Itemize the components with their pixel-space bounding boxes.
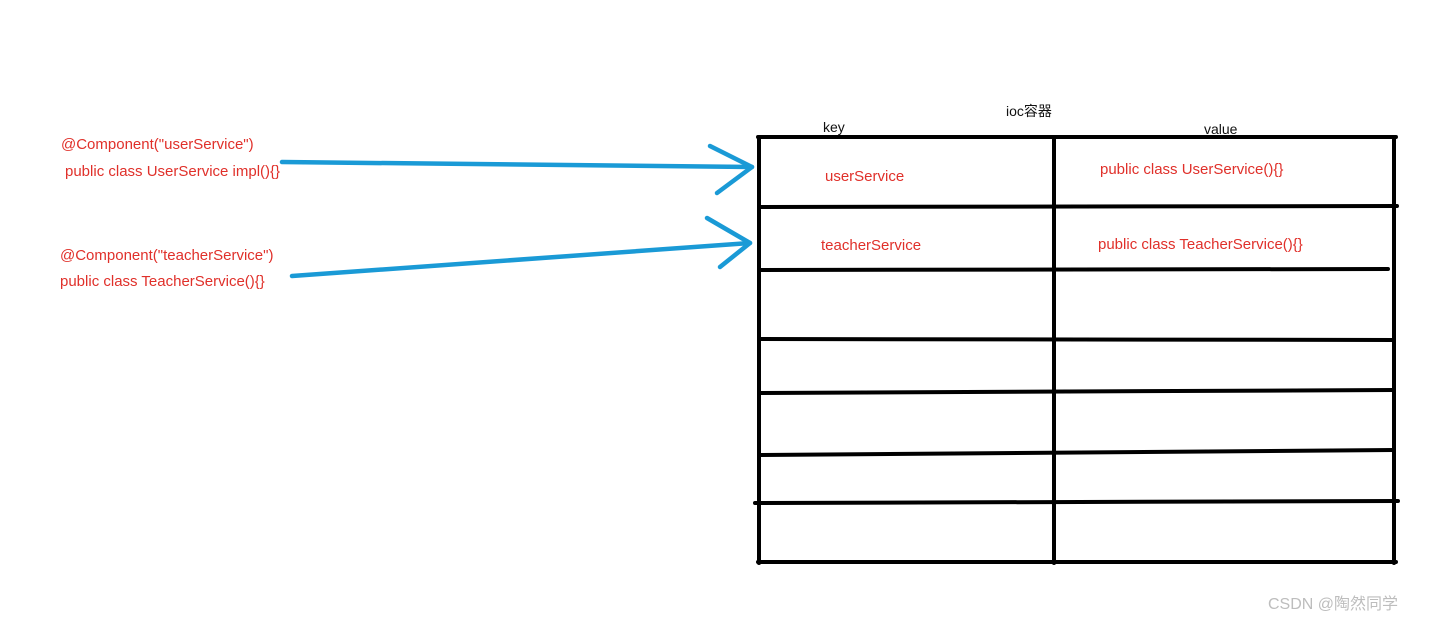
watermark: CSDN @陶然同学 [1268, 596, 1399, 613]
table-row-divider [757, 204, 1399, 209]
table-value-cell: public class TeacherService(){} [1098, 236, 1303, 253]
table-row-divider [757, 448, 1396, 457]
component-annotation: @Component("teacherService") [60, 247, 274, 264]
table-key-cell: userService [825, 168, 905, 185]
key-column-header: key [823, 119, 845, 135]
ioc-table-grid [753, 135, 1400, 565]
arrow-teacherservice-shaft [289, 240, 753, 279]
table-row-divider [757, 337, 1396, 342]
arrow-teacherservice-head [704, 215, 753, 270]
component-annotation: @Component("userService") [61, 136, 254, 153]
table-value-cell: public class UserService(){} [1100, 161, 1284, 178]
table-key-cell: teacherService [821, 237, 922, 254]
arrow-userservice-head [707, 143, 755, 196]
arrows [279, 143, 755, 279]
table-row-divider [757, 267, 1390, 272]
table-row-divider [757, 388, 1396, 395]
ioc-container-title: ioc容器 [1006, 103, 1052, 119]
table-row-divider [753, 499, 1400, 505]
component-declaration: public class UserService impl(){} [65, 163, 281, 180]
arrow-userservice-shaft [279, 159, 755, 170]
component-declaration: public class TeacherService(){} [60, 273, 265, 290]
value-column-header: value [1204, 121, 1238, 137]
